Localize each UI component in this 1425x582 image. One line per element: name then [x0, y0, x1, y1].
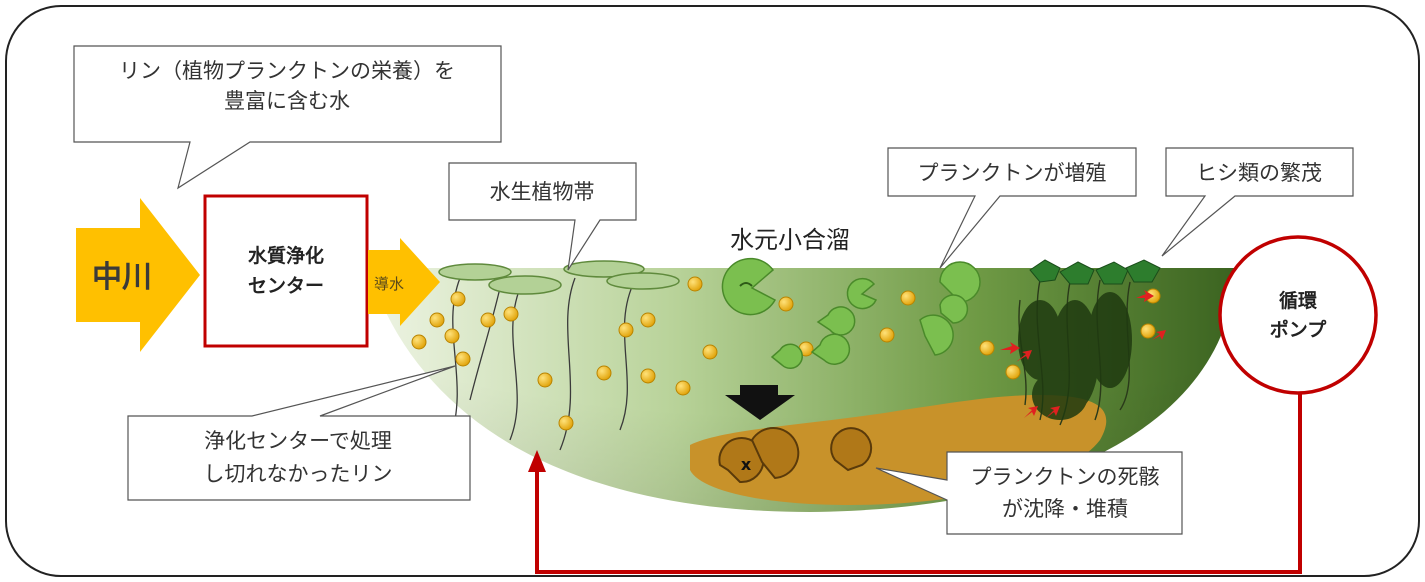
- pond-title: 水元小合溜: [730, 226, 850, 254]
- purification-center-box: [203, 194, 369, 348]
- dead-marker-x: x: [741, 455, 752, 474]
- purification-center-line2: センター: [248, 275, 324, 297]
- water-chestnut-leaves: [1029, 259, 1161, 285]
- living-plankton: [721, 257, 981, 370]
- pump-line1: 循環: [1279, 289, 1318, 312]
- callout-plankton-sediment: プランクトンの死骸 が沈降・堆積: [875, 451, 1183, 535]
- inflow-label: 導水: [374, 275, 404, 293]
- callout-water-chestnut-text: ヒシ類の繁茂: [1196, 161, 1322, 185]
- water-chestnut-foliage: [1018, 292, 1132, 420]
- purification-center-line1: 水質浄化: [248, 244, 324, 267]
- callout-plankton-bloom: プランクトンが増殖: [887, 147, 1137, 269]
- callout-aquatic-plants-text: 水生植物帯: [490, 180, 595, 204]
- callout-phosphorus-water: リン（植物プランクトンの栄養）を 豊富に含む水: [73, 45, 502, 190]
- pump-line2: ポンプ: [1270, 318, 1327, 341]
- callout-remaining-phosphorus: 浄化センターで処理 し切れなかったリン: [127, 365, 471, 501]
- callout-phosphorus-line1: リン（植物プランクトンの栄養）を: [119, 59, 455, 83]
- callout-remaining-line2: し切れなかったリン: [204, 462, 393, 486]
- circulation-pump: [1218, 235, 1378, 395]
- uptake-arrows: [1000, 290, 1166, 418]
- callout-remaining-line1: 浄化センターで処理: [204, 429, 392, 453]
- return-arrowhead: [528, 450, 546, 472]
- river-arrow: [76, 198, 200, 352]
- return-pipe: [535, 392, 1302, 574]
- lily-pads: [438, 260, 680, 295]
- river-label: 中川: [92, 260, 152, 295]
- callout-aquatic-plants: 水生植物帯: [448, 162, 637, 271]
- callout-sediment-line2: が沈降・堆積: [1002, 497, 1128, 521]
- callout-phosphorus-line2: 豊富に含む水: [224, 89, 350, 113]
- phosphorus-dots: [411, 276, 1161, 431]
- sinking-arrow: [725, 385, 795, 420]
- inflow-arrow: [368, 238, 440, 326]
- dead-plankton: [718, 427, 873, 484]
- callout-plankton-bloom-text: プランクトンが増殖: [918, 161, 1107, 185]
- callout-sediment-line1: プランクトンの死骸: [971, 465, 1160, 489]
- callout-water-chestnut: ヒシ類の繁茂: [1161, 147, 1354, 257]
